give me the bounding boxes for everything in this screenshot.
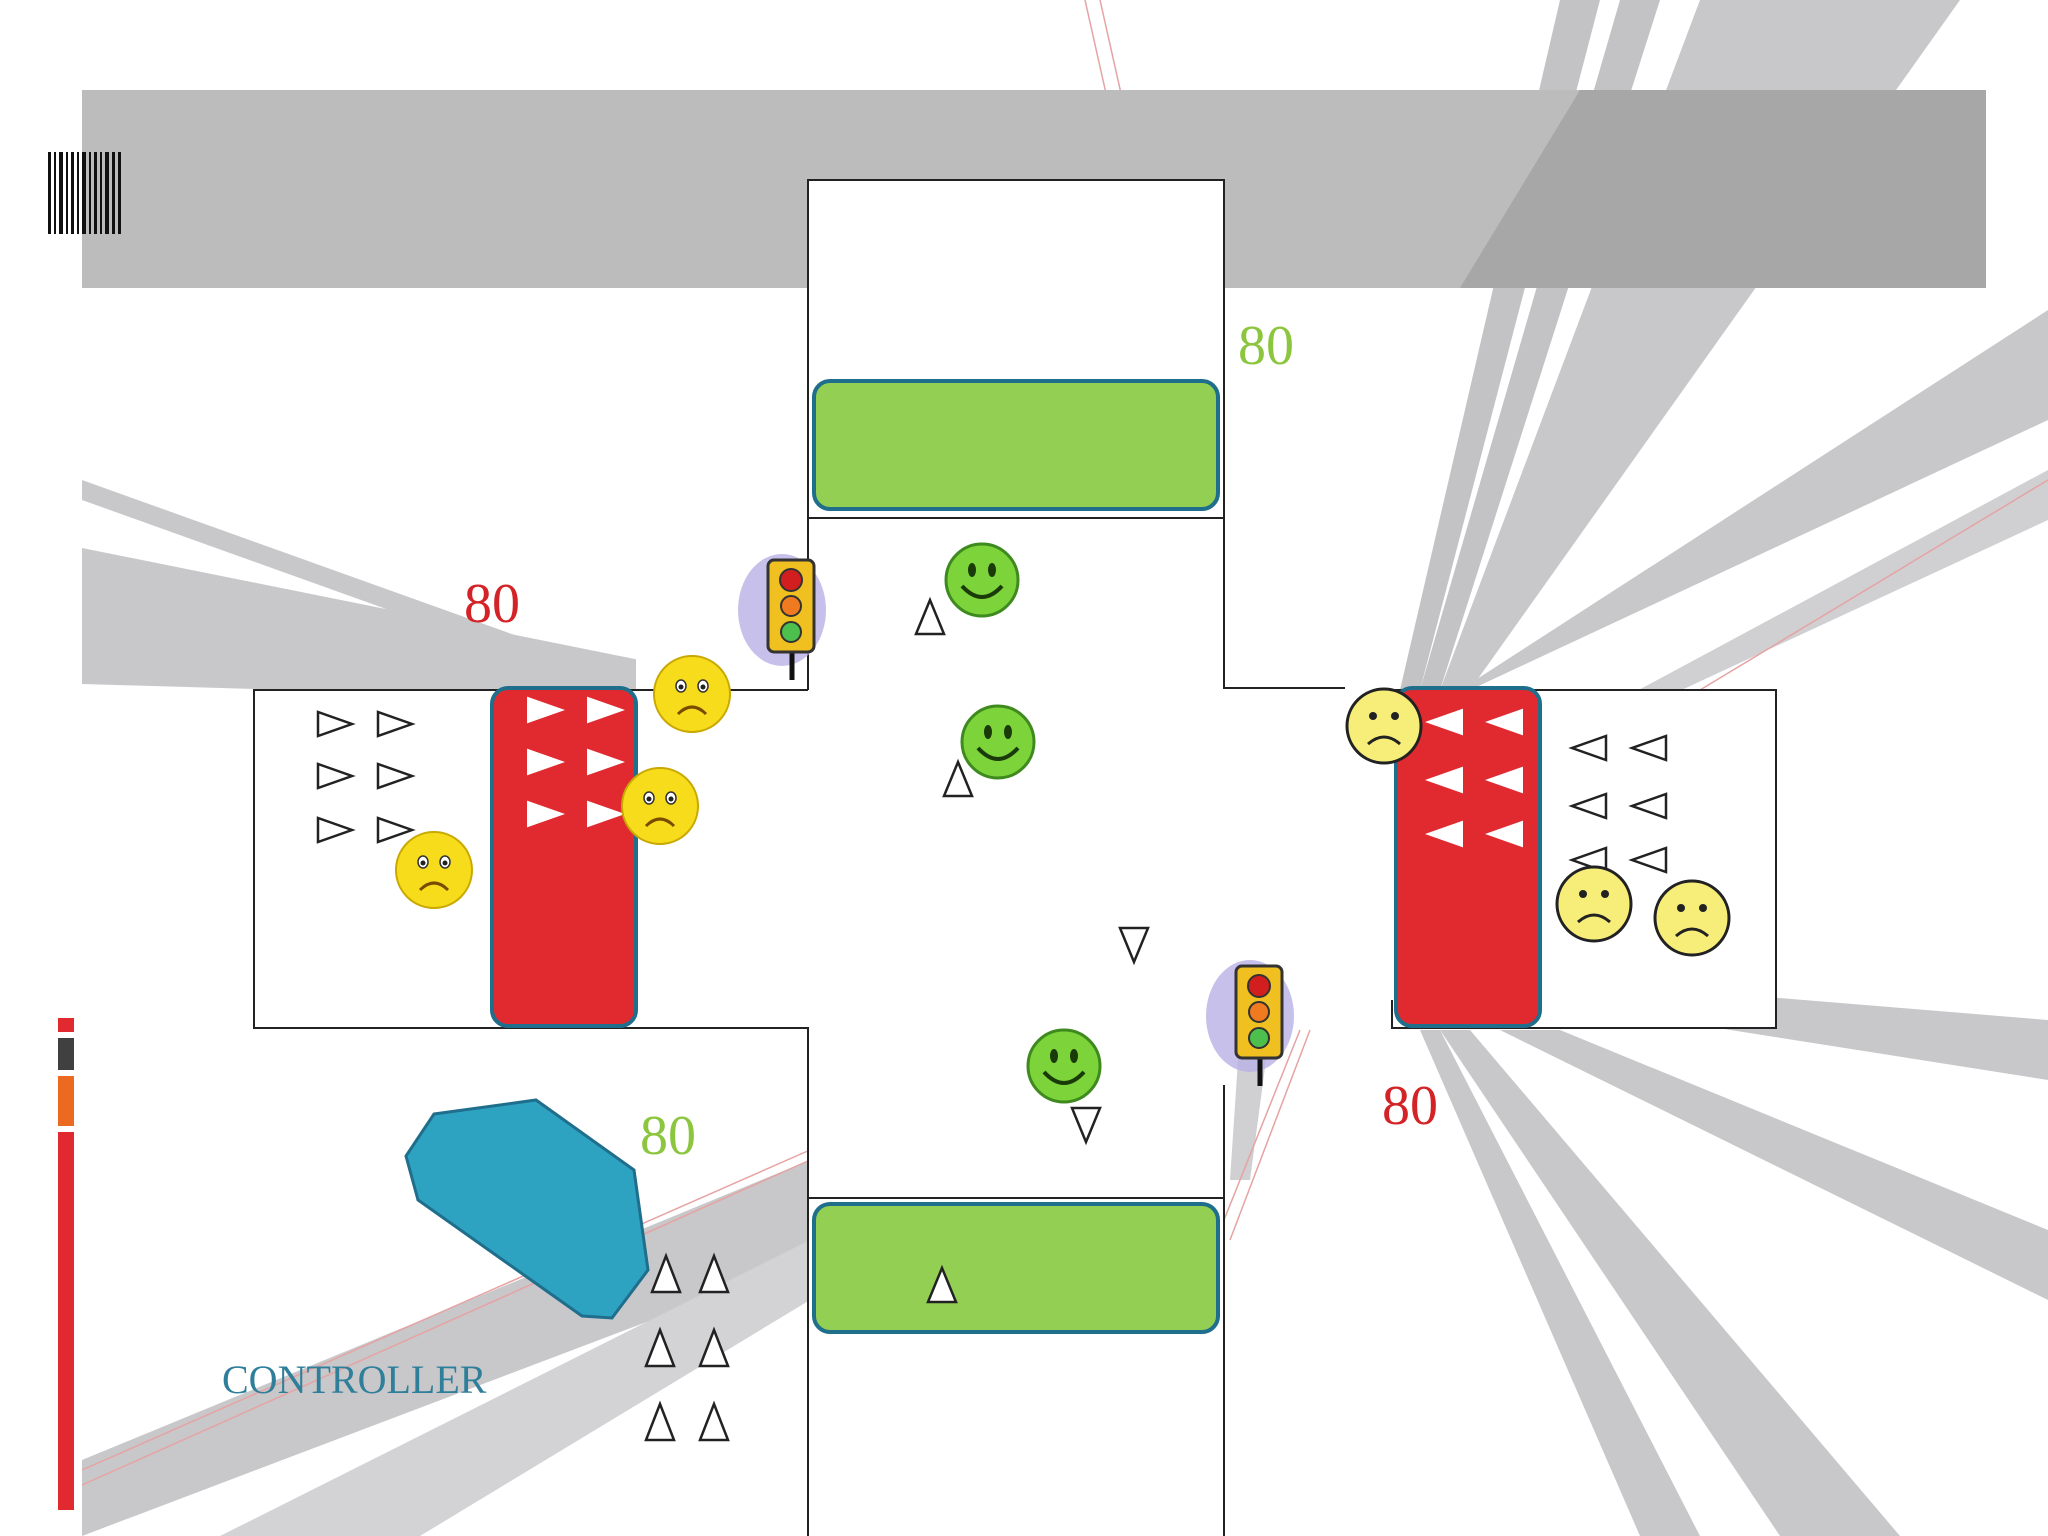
bg-thin-line: [1699, 479, 2048, 691]
controller-icon: [404, 1098, 650, 1320]
smiley-sad-icon: [1555, 865, 1633, 943]
bg-ray: [1420, 1030, 1700, 1536]
bg-ray: [1460, 310, 2048, 690]
moving-vehicles: [914, 596, 1150, 1146]
triangle-vehicle-icon: [1118, 926, 1150, 966]
bg-ray: [220, 1240, 810, 1536]
triangle-vehicle-icon: [376, 710, 416, 738]
triangle-vehicle-icon: [316, 710, 356, 738]
triangle-vehicle-icon: [698, 1400, 730, 1442]
bg-thin-line: [81, 1159, 811, 1486]
bg-ray: [1620, 470, 2048, 700]
triangle-vehicle-icon: [316, 816, 356, 844]
bg-thin-line: [81, 1149, 811, 1471]
triangle-vehicle-icon: [1424, 708, 1463, 736]
triangle-vehicle-icon: [376, 816, 416, 844]
east-stopped-vehicles: [1424, 708, 1523, 848]
triangle-vehicle-icon: [527, 748, 566, 776]
triangle-vehicle-icon: [587, 748, 626, 776]
triangle-vehicle-icon: [527, 800, 566, 828]
west-queue-vehicles: [316, 710, 416, 844]
triangle-vehicle-icon: [1424, 820, 1463, 848]
west-speed-label: 80: [464, 573, 520, 635]
triangle-vehicle-icon: [1628, 792, 1668, 820]
triangle-vehicle-icon: [926, 1264, 958, 1304]
triangle-vehicle-icon: [587, 800, 626, 828]
traffic-light-icon: [1206, 960, 1294, 1086]
triangle-vehicle-icon: [1484, 766, 1523, 794]
bg-thin-line: [1229, 1029, 1311, 1241]
south-crossing-go: [812, 1202, 1220, 1334]
triangle-vehicle-icon: [1424, 766, 1463, 794]
triangle-vehicle-icon: [1568, 792, 1608, 820]
east-speed-label: 80: [1382, 1075, 1438, 1137]
triangle-vehicle-icon: [527, 696, 566, 724]
bg-ray: [1500, 1030, 2048, 1300]
triangle-vehicle-icon: [587, 696, 626, 724]
triangle-vehicle-icon: [1484, 820, 1523, 848]
header-band-shade: [1460, 90, 1986, 288]
triangle-vehicle-icon: [698, 1326, 730, 1368]
smiley-happy-icon: [944, 542, 1020, 618]
west-crossing-stop: [490, 686, 638, 1028]
north-crossing-go: [812, 379, 1220, 511]
smiley-happy-icon: [960, 704, 1036, 780]
bg-thin-line: [1219, 1029, 1301, 1231]
smiley-happy-icon: [1026, 1028, 1102, 1104]
smiley-sad-icon: [621, 767, 699, 845]
triangle-vehicle-icon: [1628, 846, 1668, 874]
triangle-vehicle-icon: [644, 1400, 676, 1442]
bg-ray: [82, 548, 640, 700]
barcode-icon: [48, 152, 121, 234]
triangle-vehicle-icon: [1628, 734, 1668, 762]
south-queue-vehicles: [644, 1252, 958, 1442]
smiley-sad-icon: [1653, 879, 1731, 957]
triangle-vehicle-icon: [914, 596, 946, 636]
triangle-vehicle-icon: [644, 1326, 676, 1368]
triangle-vehicle-icon: [1070, 1106, 1102, 1146]
triangle-vehicle-icon: [316, 762, 356, 790]
south-speed-label: 80: [640, 1105, 696, 1167]
triangle-vehicle-icon: [376, 762, 416, 790]
smiley-sad-icon: [1345, 687, 1423, 765]
triangle-vehicle-icon: [1484, 708, 1523, 736]
triangle-vehicle-icon: [698, 1252, 730, 1294]
west-stopped-vehicles: [527, 696, 626, 828]
east-crossing-stop: [1394, 686, 1542, 1028]
smiley-sad-icon: [395, 831, 473, 909]
road-outlines: [253, 179, 1777, 1536]
smiley-sad-icon: [653, 655, 731, 733]
controller-label: CONTROLLER: [222, 1357, 487, 1402]
east-queue-vehicles: [1568, 734, 1668, 874]
traffic-light-icon: [738, 554, 826, 680]
left-accent-bar: [58, 1018, 74, 1510]
triangle-vehicle-icon: [650, 1252, 682, 1294]
north-speed-label: 80: [1238, 315, 1294, 377]
bg-ray: [1440, 1030, 1900, 1536]
triangle-vehicle-icon: [942, 758, 974, 798]
triangle-vehicle-icon: [1568, 734, 1608, 762]
